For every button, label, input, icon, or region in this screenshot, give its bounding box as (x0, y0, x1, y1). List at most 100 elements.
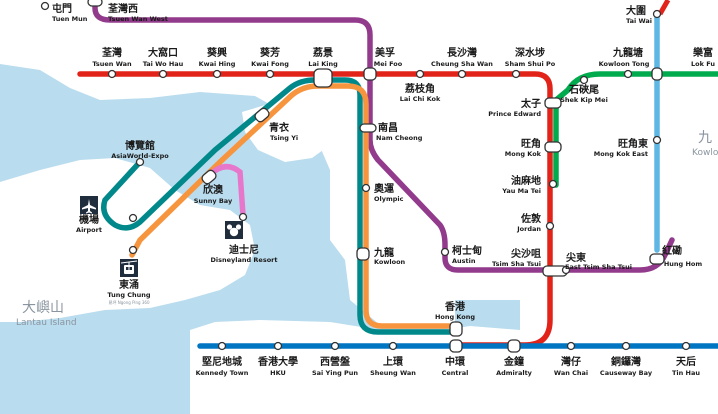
label-tsing-yi-en: Tsing Yi (270, 134, 298, 142)
interchange-nam-cheong[interactable] (359, 123, 377, 133)
label-shek-kip-mei-en: Shek Kip Mei (560, 96, 608, 104)
label-tsim-sha-tsui-zh: 尖沙咀 (511, 247, 541, 260)
label-jordan-en: Jordan (516, 225, 541, 233)
label-east-tsim-sha-tsui-en: East Tsim Sha Tsui (565, 263, 632, 271)
label-mei-foo-zh: 美孚 (375, 46, 395, 59)
label-prince-edward-zh: 太子 (520, 97, 541, 110)
station-sheung-wan[interactable] (388, 341, 398, 351)
label-tuen-mun-zh: 屯門 (52, 2, 72, 15)
station-lai-chi-kok[interactable] (415, 69, 425, 79)
kwun-tong-line (553, 71, 718, 188)
station-causeway-bay[interactable] (621, 341, 631, 351)
interchange-mong-kok[interactable] (544, 141, 562, 153)
label-kowloon-tong-en: Kowloon Tong (599, 60, 650, 68)
station-disneyland-resort[interactable] (238, 212, 248, 222)
label-sunny-bay-en: Sunny Bay (194, 197, 233, 205)
label-mong-kok-en: Mong Kok (505, 150, 542, 158)
interchange-hung-hom[interactable] (649, 253, 665, 265)
label-nam-cheong-en: Nam Cheong (376, 134, 423, 142)
label-kowloon-tong-zh: 九龍塘 (612, 46, 643, 59)
station-olympic[interactable] (361, 183, 371, 193)
station-kwai-hing[interactable] (212, 69, 222, 79)
label-cheung-sha-wan-en: Cheung Sha Wan (431, 60, 493, 68)
interchange-sunny-bay[interactable] (200, 169, 217, 186)
label-austin-zh: 柯士甸 (452, 244, 482, 257)
label-tung-chung-note: 昂坪 Ngong Ping 360 (108, 299, 149, 305)
station-sham-shui-po[interactable] (511, 69, 521, 79)
interchange-kowloon[interactable] (356, 247, 370, 261)
label-admiralty-en: Admiralty (496, 369, 533, 377)
label-airport-zh: 機場 (79, 213, 99, 226)
interchange-central[interactable] (449, 339, 463, 353)
station-mong-kok-east[interactable] (652, 135, 662, 145)
label-causeway-bay-en: Causeway Bay (600, 369, 653, 377)
interchange-prince-edward[interactable] (544, 97, 562, 109)
interchange-mei-foo[interactable] (363, 67, 377, 81)
label-yau-ma-tei-zh: 油麻地 (511, 174, 541, 187)
label-hong-kong-en: Hong Kong (435, 313, 475, 321)
station-kennedy-town[interactable] (217, 341, 227, 351)
label-lok-fu-zh: 樂富 (693, 46, 713, 59)
station-jordan[interactable] (545, 221, 555, 231)
label-kowloon-en: Kowloon (374, 258, 406, 266)
label-kwai-fong-en: Kwai Fong (251, 60, 289, 68)
interchange-kowloon-tong[interactable] (651, 67, 663, 81)
label-central-zh: 中環 (445, 355, 466, 368)
interchange-admiralty[interactable] (507, 339, 521, 353)
interchange-lai-king[interactable] (313, 68, 333, 88)
east-rail-line-top (657, 0, 671, 16)
label-mong-kok-east-en: Mong Kok East (594, 150, 648, 158)
cable-car-icon (120, 259, 138, 277)
station-airport[interactable] (128, 213, 138, 223)
station-yau-ma-tei[interactable] (548, 179, 558, 189)
label-yau-ma-tei-en: Yau Ma Tei (501, 187, 541, 195)
station-east-tsim-sha-tsui[interactable] (561, 265, 571, 275)
station-sai-ying-pun[interactable] (330, 341, 340, 351)
label-asiaworld-expo-zh: 博覽館 (125, 139, 155, 152)
station-tai-wo-hau[interactable] (158, 69, 168, 79)
lantau-label-zh: 大嶼山 (22, 300, 64, 316)
interchange-tsing-yi[interactable] (253, 107, 270, 124)
station-tsuen-wan[interactable] (107, 69, 117, 79)
label-disneyland-en: Disneyland Resort (211, 256, 278, 264)
station-shek-kip-mei[interactable] (579, 75, 589, 85)
label-sham-shui-po-en: Sham Shui Po (505, 60, 556, 68)
station-hku[interactable] (273, 341, 283, 351)
station-kowloon-tong[interactable] (623, 69, 633, 79)
interchange-hong-kong[interactable] (449, 321, 463, 337)
label-sunny-bay-zh: 欣澳 (203, 183, 224, 196)
label-kwai-fong-zh: 葵芳 (260, 46, 280, 59)
label-lai-chi-kok-zh: 荔枝角 (404, 82, 435, 95)
label-sai-ying-pun-zh: 西營盤 (320, 355, 351, 368)
station-kwai-fong[interactable] (265, 69, 275, 79)
label-kowloon-zh: 九龍 (373, 246, 394, 259)
label-central-en: Central (442, 369, 469, 377)
station-cheung-sha-wan[interactable] (457, 69, 467, 79)
label-wan-chai-en: Wan Chai (554, 369, 588, 377)
station-tai-wai[interactable] (652, 9, 662, 19)
station-tung-chung[interactable] (128, 245, 138, 255)
label-tai-wai-zh: 大圍 (626, 4, 646, 17)
label-tung-chung-en: Tung Chung (107, 291, 151, 299)
label-tsing-yi-zh: 青衣 (269, 121, 289, 134)
label-mong-kok-zh: 旺角 (521, 137, 541, 150)
label-tai-wo-hau-en: Tai Wo Hau (143, 60, 184, 68)
label-mei-foo-en: Mei Foo (374, 60, 403, 68)
airplane-icon (80, 196, 98, 214)
interchange-tsuen-wan-west[interactable] (87, 0, 103, 7)
station-tuen-mun[interactable] (40, 1, 50, 11)
station-tin-hau[interactable] (681, 341, 691, 351)
tuen-ma-line (92, 0, 675, 273)
station-austin[interactable] (440, 247, 450, 257)
station-asiaworld-expo[interactable] (135, 157, 145, 167)
label-tung-chung-zh: 東涌 (119, 278, 139, 291)
tung-chung-line (129, 83, 458, 329)
label-lok-fu-en: Lok Fu (691, 60, 715, 68)
label-austin-en: Austin (452, 257, 476, 265)
label-hku-zh: 香港大學 (258, 355, 298, 368)
label-causeway-bay-zh: 銅鑼灣 (611, 355, 641, 368)
label-tuen-mun-en: Tuen Mun (52, 15, 88, 23)
label-kennedy-town-zh: 堅尼地城 (202, 355, 242, 368)
station-wan-chai[interactable] (566, 341, 576, 351)
